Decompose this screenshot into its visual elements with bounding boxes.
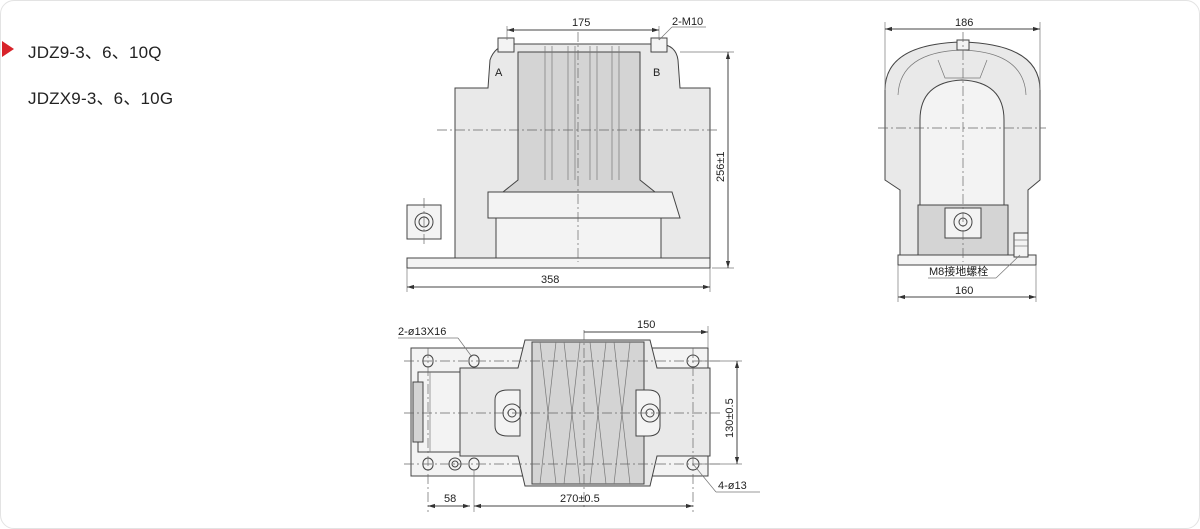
top-dim-holes: 4-ø13 bbox=[718, 480, 747, 492]
front-dim-bolts: 2-M10 bbox=[672, 16, 703, 28]
terminal-b-label: B bbox=[653, 67, 660, 79]
top-dim-slots: 2-ø13X16 bbox=[398, 326, 446, 338]
front-base-plate bbox=[406, 257, 711, 269]
selected-arrow-icon bbox=[2, 41, 14, 57]
front-dim-width: 358 bbox=[541, 274, 559, 286]
top-dim-left: 58 bbox=[444, 493, 456, 505]
front-core bbox=[501, 51, 657, 193]
top-terminal-box bbox=[417, 371, 461, 453]
side-dim-bottom: 160 bbox=[955, 285, 973, 297]
terminal-b-bolt bbox=[650, 37, 668, 53]
terminal-a-label: A bbox=[495, 67, 503, 79]
model-item-jdzx9[interactable]: JDZX9-3、6、10G bbox=[28, 89, 174, 108]
front-shelf bbox=[487, 191, 681, 219]
side-view: 186 160 M8接地螺栓 bbox=[878, 17, 1046, 302]
top-dim-half: 150 bbox=[637, 319, 655, 331]
terminal-a-bolt bbox=[497, 37, 515, 53]
top-dim-span: 270±0.5 bbox=[560, 493, 600, 505]
model-item-jdz9[interactable]: JDZ9-3、6、10Q bbox=[28, 43, 162, 62]
side-arch-inner bbox=[919, 79, 1005, 206]
front-dim-top: 175 bbox=[572, 17, 590, 29]
top-view: 2-ø13X16 150 130±0.5 58 270±0.5 4-ø13 bbox=[398, 319, 760, 512]
side-ground-bolt bbox=[1013, 232, 1029, 258]
side-dim-top: 186 bbox=[955, 17, 973, 29]
front-ribs bbox=[544, 46, 620, 180]
front-lower-block bbox=[495, 217, 662, 259]
top-dim-height: 130±0.5 bbox=[724, 398, 736, 438]
front-view: A B 175 2-M10 256±1 358 bbox=[406, 16, 734, 292]
side-ground-bolt-label: M8接地螺栓 bbox=[929, 264, 988, 278]
front-dim-height: 256±1 bbox=[715, 151, 727, 182]
